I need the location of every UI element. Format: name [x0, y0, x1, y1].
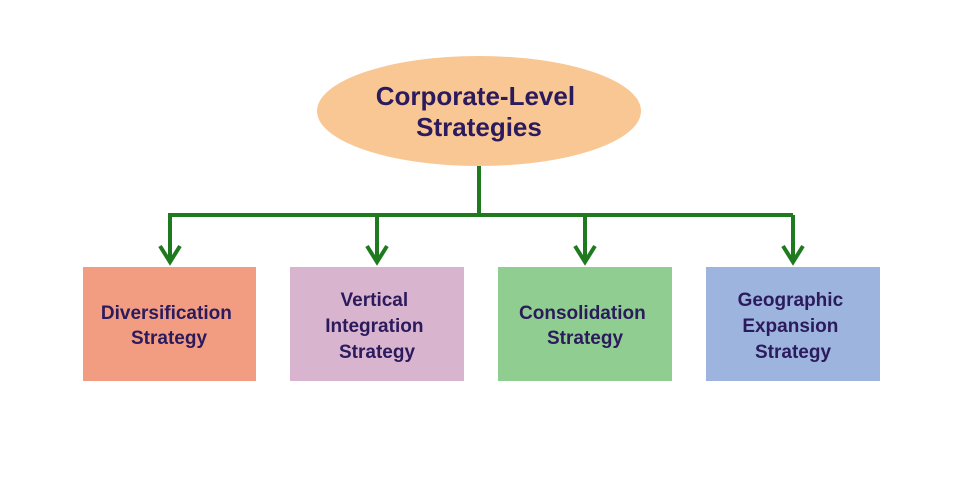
child-node-diversification: Diversification Strategy	[83, 267, 256, 381]
root-ellipse	[317, 56, 641, 166]
root-node: Corporate-Level Strategies	[317, 56, 641, 166]
root-label: Corporate-Level Strategies	[376, 81, 583, 142]
child-label-vertical-integration: Vertical Integration Strategy	[325, 290, 428, 363]
child-node-consolidation: Consolidation Strategy	[498, 267, 672, 381]
arrow-vertical-integration-icon	[365, 244, 389, 266]
child-label-diversification: Diversification Strategy	[101, 303, 237, 349]
child-node-geographic-expansion: Geographic Expansion Strategy	[706, 267, 880, 381]
arrow-consolidation-icon	[573, 244, 597, 266]
child-label-line: Diversification	[101, 303, 232, 324]
child-label-consolidation: Consolidation Strategy	[519, 303, 651, 349]
arrow-geographic-expansion-icon	[781, 244, 805, 266]
child-label-geographic-expansion: Geographic Expansion Strategy	[738, 290, 849, 363]
child-label-line: Vertical	[341, 290, 409, 311]
child-label-line: Strategy	[547, 328, 623, 349]
child-box-diversification	[83, 267, 256, 381]
child-box-vertical-integration	[290, 267, 464, 381]
arrow-diversification-icon	[158, 244, 182, 266]
child-label-line: Strategy	[131, 328, 207, 349]
connectors	[158, 166, 805, 266]
root-label-line-2: Strategies	[416, 112, 542, 142]
child-label-line: Strategy	[755, 342, 831, 363]
child-node-vertical-integration: Vertical Integration Strategy	[290, 267, 464, 381]
child-label-line: Consolidation	[519, 303, 646, 324]
child-box-consolidation	[498, 267, 672, 381]
child-label-line: Integration	[325, 316, 423, 337]
child-label-line: Geographic	[738, 290, 844, 311]
child-label-line: Expansion	[742, 316, 838, 337]
child-box-geographic-expansion	[706, 267, 880, 381]
child-label-line: Strategy	[339, 342, 415, 363]
root-label-line-1: Corporate-Level	[376, 81, 575, 111]
